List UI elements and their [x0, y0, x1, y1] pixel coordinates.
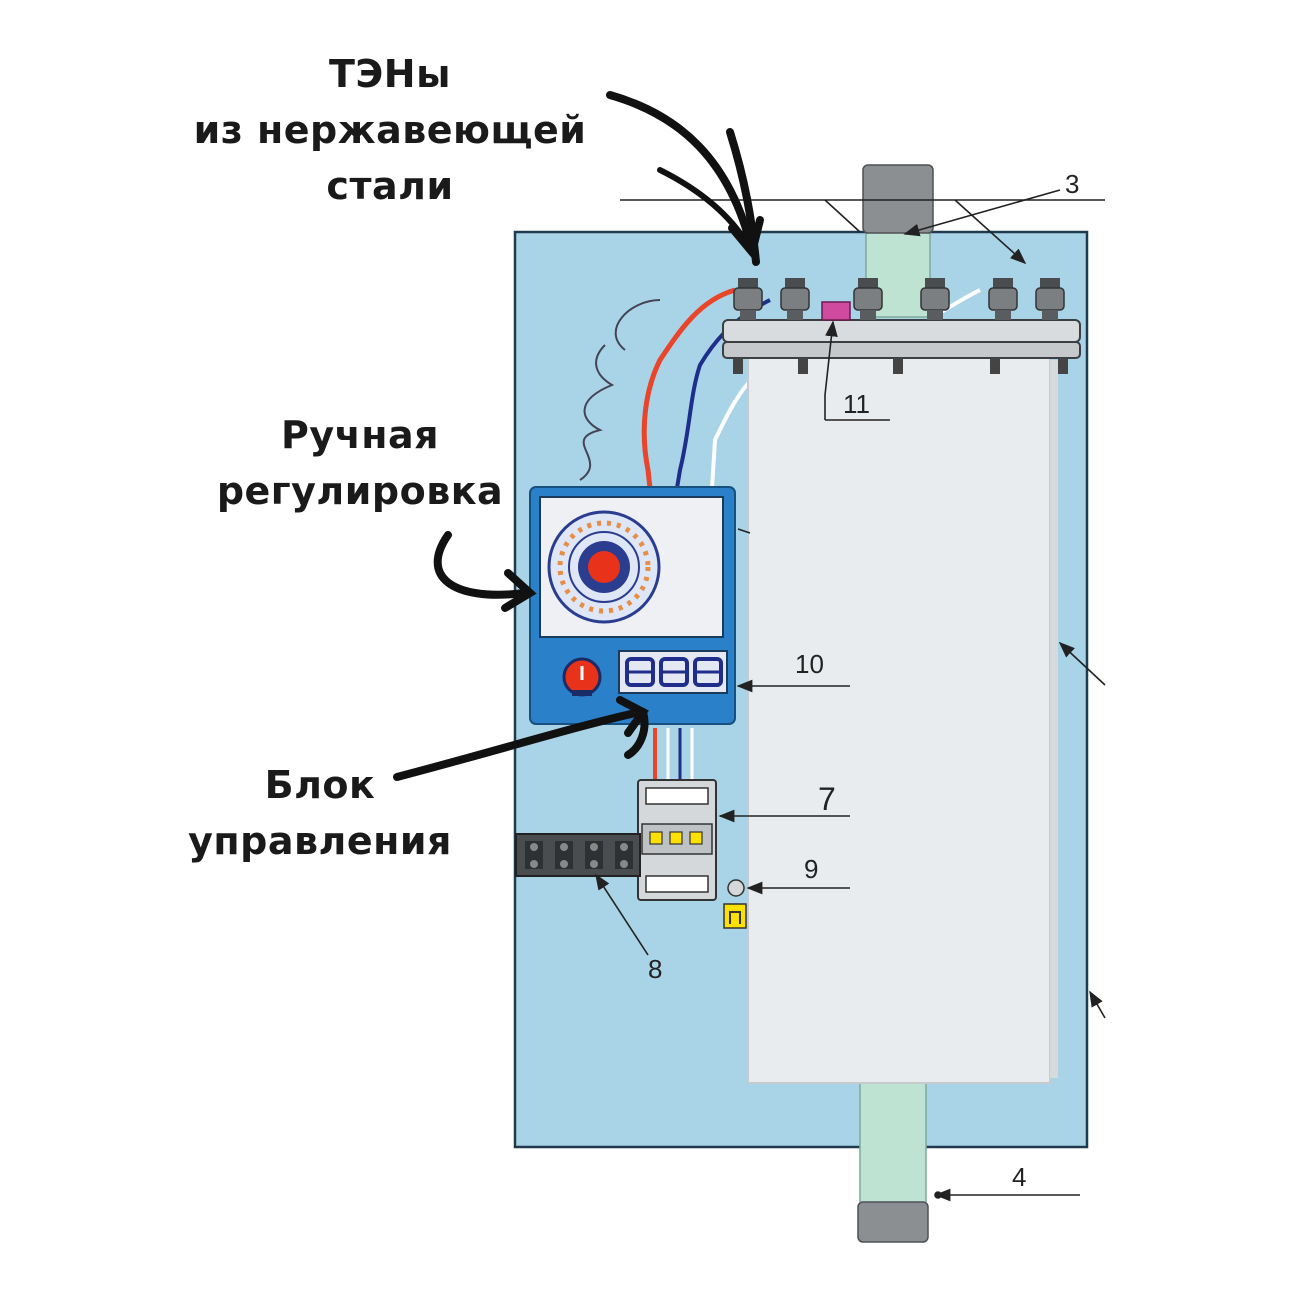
part-number-11: 11 — [843, 389, 870, 419]
terminal-block — [515, 833, 641, 877]
digital-display — [618, 650, 728, 694]
temperature-sensor — [727, 879, 745, 897]
callout-manual-control: Ручная регулировка — [200, 407, 520, 519]
power-button[interactable] — [562, 657, 602, 697]
part-number-10: 10 — [795, 649, 824, 679]
callout-manual-control-line-2: регулировка — [216, 469, 504, 513]
callout-control-unit-line-1: Блок — [264, 763, 376, 807]
part-number-3: 3 — [1065, 169, 1079, 199]
manual-dial[interactable] — [547, 510, 661, 624]
part-number-7: 7 — [818, 781, 836, 817]
callout-heating-elements-line-1: ТЭНы — [329, 52, 451, 96]
callout-heating-elements-line-2: из нержавеющей — [193, 108, 587, 152]
part-number-8: 8 — [648, 954, 662, 984]
control-panel — [529, 486, 736, 725]
ground-terminal — [723, 903, 747, 929]
part-number-9: 9 — [804, 854, 818, 884]
callout-heating-elements-line-3: стали — [326, 164, 454, 208]
contactor — [637, 779, 717, 901]
callout-control-unit-line-2: управления — [188, 819, 452, 863]
heating-tank — [747, 354, 1051, 1084]
leader-lines — [595, 189, 1106, 1202]
callout-manual-control-line-1: Ручная — [280, 413, 439, 457]
inlet-pipe — [857, 1082, 929, 1243]
callout-heating-elements: ТЭНы из нержавеющей стали — [190, 46, 590, 214]
part-number-labels: 3 11 10 7 9 8 4 — [648, 169, 1079, 1192]
callout-control-unit: Блок управления — [180, 757, 460, 869]
part-number-4: 4 — [1012, 1162, 1026, 1192]
callout-arrows — [393, 91, 764, 781]
